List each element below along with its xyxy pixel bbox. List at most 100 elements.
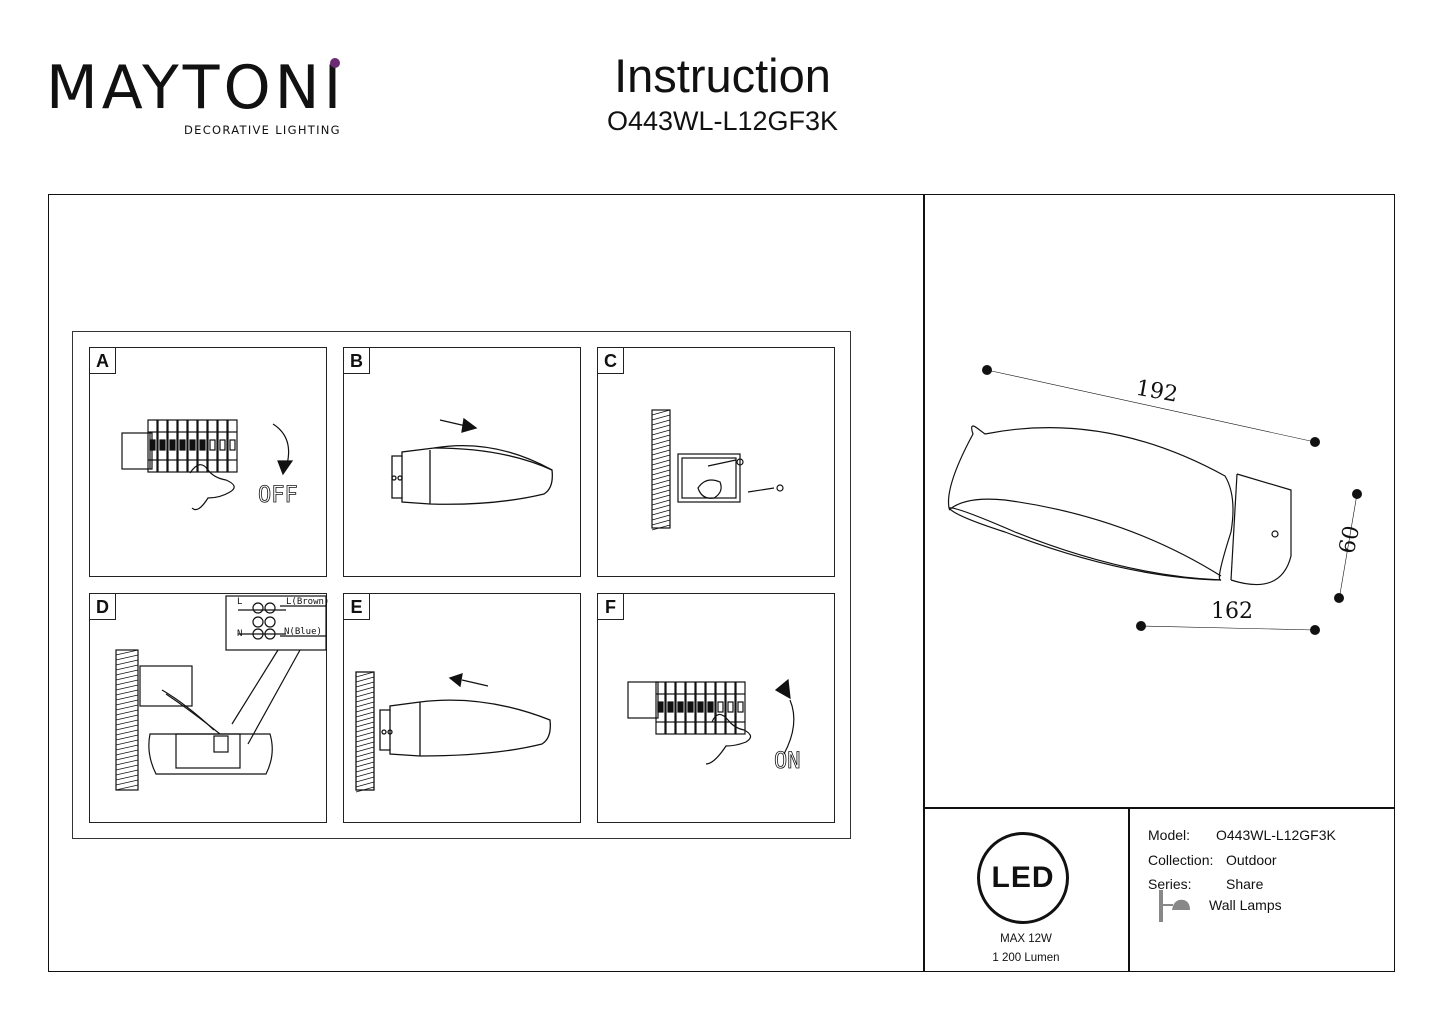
dimension-height: 60 bbox=[1335, 523, 1365, 556]
wall-hatch bbox=[651, 454, 671, 461]
breaker-switch bbox=[179, 439, 186, 451]
on-label: ON bbox=[774, 749, 801, 774]
wall-hatch bbox=[115, 724, 139, 731]
wall-hatch bbox=[115, 684, 139, 691]
breaker-module bbox=[705, 681, 716, 735]
wall-hatch bbox=[115, 689, 139, 696]
breaker-switch bbox=[159, 439, 166, 451]
breaker-switch bbox=[209, 439, 216, 451]
led-badge: LED bbox=[977, 832, 1069, 924]
breaker-module bbox=[655, 681, 666, 735]
wall-hatch bbox=[355, 726, 375, 733]
wall-hatch bbox=[651, 434, 671, 441]
wall-hatch bbox=[651, 414, 671, 421]
breaker-switch bbox=[169, 439, 176, 451]
breaker-switch bbox=[149, 439, 156, 451]
wall-hatch bbox=[355, 676, 375, 683]
breaker-switch bbox=[697, 701, 704, 713]
collection-label: Collection: bbox=[1148, 852, 1214, 868]
wall-hatch bbox=[355, 751, 375, 758]
type-value: Wall Lamps bbox=[1209, 897, 1282, 913]
wall-lamp-icon bbox=[1159, 890, 1190, 922]
breaker-module bbox=[227, 419, 238, 473]
wall-hatch bbox=[355, 771, 375, 778]
breaker-module bbox=[197, 419, 208, 473]
breaker-module bbox=[187, 419, 198, 473]
lumen-rating: 1 200 Lumen bbox=[992, 952, 1060, 964]
step-letter: C bbox=[598, 348, 624, 374]
breaker-module bbox=[217, 419, 228, 473]
breaker-switch bbox=[229, 439, 236, 451]
wall-hatch bbox=[355, 736, 375, 743]
wiring-illustration: L N L(Brown) N(Blue) bbox=[115, 595, 328, 791]
model-code: O443WL-L12GF3K bbox=[606, 106, 839, 136]
breaker-switch bbox=[189, 439, 196, 451]
wall-hatch bbox=[115, 704, 139, 711]
step-letter: E bbox=[344, 594, 370, 620]
wall-hatch bbox=[651, 499, 671, 506]
wall-hatch bbox=[651, 509, 671, 516]
wall-hatch bbox=[115, 664, 139, 671]
series-label: Series: bbox=[1148, 876, 1192, 892]
wall-hatch bbox=[355, 781, 375, 788]
breaker-switch bbox=[687, 701, 694, 713]
wall-hatch bbox=[355, 696, 375, 703]
step-letter: A bbox=[90, 348, 116, 374]
wall-hatch bbox=[355, 776, 375, 783]
wall-hatch bbox=[115, 714, 139, 721]
wall-hatch bbox=[651, 449, 671, 456]
wire-n-letter: N bbox=[237, 629, 242, 639]
wall-hatch bbox=[355, 681, 375, 688]
wall-hatch bbox=[115, 709, 139, 716]
breaker-module bbox=[715, 681, 726, 735]
breaker-module bbox=[675, 681, 686, 735]
wall-hatch bbox=[651, 474, 671, 481]
breaker-module bbox=[665, 681, 676, 735]
remove-cover-illustration bbox=[391, 417, 553, 505]
wall-hatch bbox=[355, 786, 375, 793]
frame-divider-horizontal bbox=[924, 807, 1395, 809]
wall-hatch bbox=[355, 766, 375, 773]
wall-hatch bbox=[115, 659, 139, 666]
wall-hatch bbox=[115, 719, 139, 726]
wall-hatch bbox=[355, 746, 375, 753]
breaker-switch bbox=[667, 701, 674, 713]
breaker-switch bbox=[199, 439, 206, 451]
off-label: OFF bbox=[258, 483, 298, 508]
breaker-module bbox=[157, 419, 168, 473]
wall-hatch bbox=[355, 761, 375, 768]
wall-hatch bbox=[651, 479, 671, 486]
dimension-depth: 162 bbox=[1211, 599, 1253, 624]
step-c: C bbox=[597, 347, 835, 577]
wall-hatch bbox=[651, 419, 671, 426]
wall-hatch bbox=[115, 764, 139, 771]
wall-hatch bbox=[651, 484, 671, 491]
wall-hatch bbox=[651, 519, 671, 526]
mount-bracket-illustration bbox=[651, 409, 784, 531]
breaker-module bbox=[147, 419, 158, 473]
breaker-module bbox=[685, 681, 696, 735]
wall-hatch bbox=[115, 744, 139, 751]
breaker-module bbox=[735, 681, 746, 735]
step-letter: B bbox=[344, 348, 370, 374]
wall-hatch bbox=[355, 756, 375, 763]
wall-hatch bbox=[115, 759, 139, 766]
wall-hatch bbox=[651, 469, 671, 476]
breaker-module bbox=[167, 419, 178, 473]
breaker-module bbox=[177, 419, 188, 473]
collection-value: Outdoor bbox=[1226, 852, 1277, 868]
step-a: A OFF bbox=[89, 347, 327, 577]
wall-hatch bbox=[355, 711, 375, 718]
breaker-module bbox=[207, 419, 218, 473]
breaker-switch bbox=[657, 701, 664, 713]
wall-hatch bbox=[651, 429, 671, 436]
wire-l-letter: L bbox=[237, 597, 242, 607]
breaker-switch bbox=[727, 701, 734, 713]
brand-tagline: DECORATIVE LIGHTING bbox=[184, 123, 341, 137]
dimension-length: 192 bbox=[1134, 376, 1180, 408]
step-letter: D bbox=[90, 594, 116, 620]
wall-hatch bbox=[115, 784, 139, 791]
breaker-module bbox=[725, 681, 736, 735]
wall-hatch bbox=[651, 504, 671, 511]
breaker-off-illustration: OFF bbox=[121, 419, 298, 511]
